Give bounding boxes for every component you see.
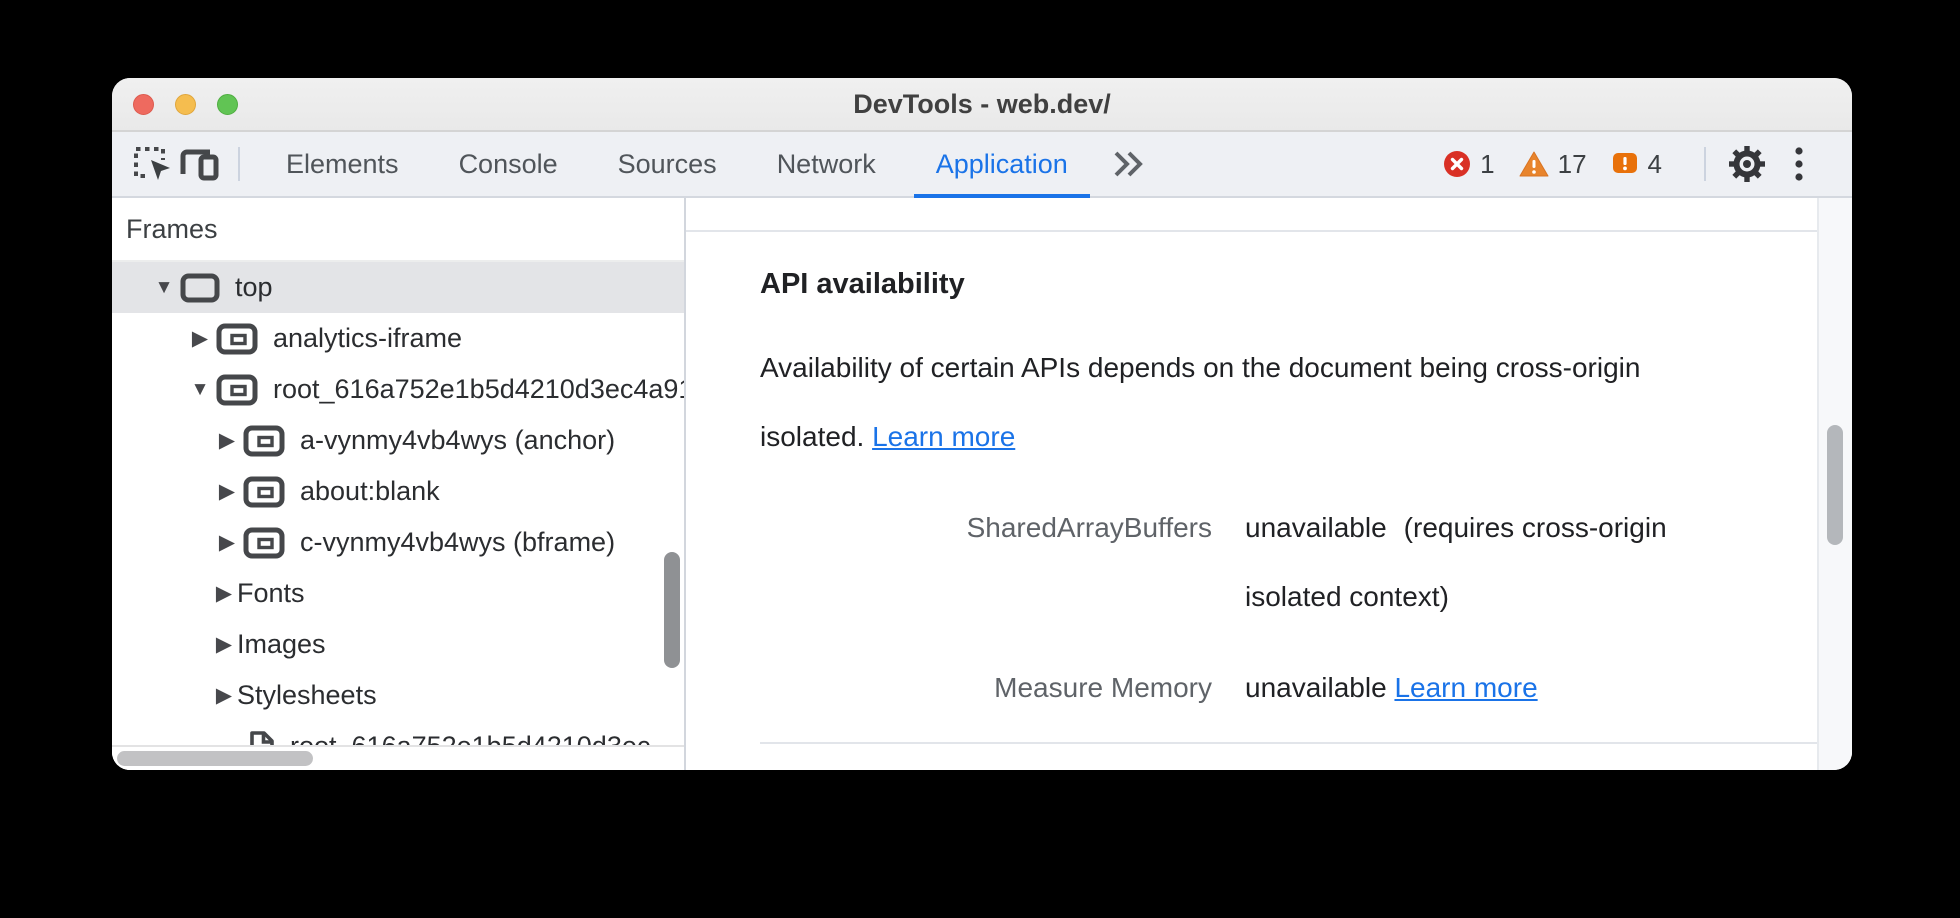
- tree-item-label: about:blank: [300, 476, 440, 506]
- triangle-right-icon[interactable]: ▶: [215, 684, 233, 707]
- window-title: DevTools - web.dev/: [853, 88, 1111, 119]
- table-row: Measure Memory unavailable Learn more: [760, 653, 1817, 722]
- triangle-down-icon[interactable]: ▼: [190, 378, 210, 400]
- description-line2: isolated.: [760, 421, 865, 452]
- tree-item-label: top: [235, 272, 273, 302]
- triangle-right-icon[interactable]: ▶: [218, 429, 236, 452]
- tree-item-label: Stylesheets: [237, 680, 377, 710]
- api-name: SharedArrayBuffers: [966, 512, 1212, 543]
- triangle-right-icon[interactable]: ▶: [191, 327, 209, 350]
- section-title: API availability: [760, 268, 965, 300]
- tree-item[interactable]: ▶Fonts: [112, 568, 684, 619]
- tree-item-label: root_616a752e1b5d4210d3ec4a91: [273, 374, 684, 404]
- tree-item-label: analytics-iframe: [273, 323, 463, 353]
- tree-item[interactable]: ▶Images: [112, 619, 684, 670]
- frames-panel-header: Frames: [112, 198, 684, 262]
- minimize-button[interactable]: [175, 93, 196, 115]
- iframe-icon: [216, 373, 258, 407]
- api-status: unavailable Learn more: [1245, 672, 1538, 703]
- iframe-icon: [243, 526, 285, 560]
- kebab-menu-icon[interactable]: [1776, 141, 1822, 187]
- triangle-right-icon[interactable]: ▶: [215, 582, 233, 605]
- title-bar: DevTools - web.dev/: [112, 78, 1852, 132]
- settings-gear-icon[interactable]: [1724, 141, 1770, 187]
- toolbar-divider: [1704, 147, 1706, 181]
- toolbar-right-group: 1 17 4: [1443, 141, 1822, 187]
- close-button[interactable]: [133, 93, 154, 115]
- iframe-icon: [216, 322, 258, 356]
- inspect-icon[interactable]: [130, 141, 176, 187]
- more-tabs-icon[interactable]: [1108, 149, 1148, 179]
- tree-item[interactable]: ▶Stylesheets: [112, 670, 684, 721]
- tree-item-label: Images: [237, 629, 326, 659]
- triangle-down-icon[interactable]: ▼: [154, 276, 174, 298]
- toolbar-divider: [238, 147, 240, 181]
- issue-count: 4: [1647, 148, 1662, 179]
- tree-item[interactable]: ▶ c-vynmy4vb4wys (bframe): [112, 517, 684, 568]
- panel-tabs: Elements Console Sources Network Applica…: [256, 132, 1098, 198]
- tab-sources[interactable]: Sources: [617, 148, 717, 179]
- cross-origin-learn-more-link[interactable]: Learn more: [872, 421, 1016, 452]
- previous-section-edge: [686, 198, 1817, 232]
- frames-tree: ▼ top ▶ analytics-iframe ▼ root_616a752e1b5d4…: [112, 262, 684, 745]
- section-description: Availability of certain APIs depends on …: [760, 333, 1817, 471]
- triangle-right-icon[interactable]: ▶: [215, 633, 233, 656]
- triangle-right-icon[interactable]: ▶: [218, 480, 236, 503]
- api-name: Measure Memory: [994, 672, 1212, 703]
- tree-item[interactable]: ▼ top: [112, 262, 684, 313]
- frames-horizontal-scrollbar-thumb[interactable]: [117, 751, 313, 766]
- tab-elements[interactable]: Elements: [286, 148, 399, 179]
- content-vertical-scrollbar-thumb[interactable]: [1827, 425, 1843, 545]
- traffic-lights: [133, 93, 238, 115]
- warning-icon[interactable]: [1519, 150, 1549, 178]
- application-content-panel: API availability Availability of certain…: [686, 198, 1852, 770]
- section-bottom-border: [760, 742, 1817, 744]
- api-status: unavailable(requires cross-origin isolat…: [1245, 512, 1667, 612]
- content-scrollbar-track[interactable]: [1817, 198, 1852, 770]
- devtools-window: DevTools - web.dev/ Elements Console Sou…: [112, 78, 1852, 770]
- tab-console[interactable]: Console: [458, 148, 558, 179]
- frame-icon: [180, 271, 220, 305]
- api-availability-table: SharedArrayBuffers unavailable(requires …: [760, 493, 1817, 722]
- frames-panel: Frames ▼ top ▶ analytics-iframe ▼ root_616a75…: [112, 198, 686, 770]
- error-count: 1: [1480, 148, 1495, 179]
- tab-application[interactable]: Application: [906, 132, 1098, 198]
- tree-item[interactable]: ▶ analytics-iframe: [112, 313, 684, 364]
- iframe-icon: [243, 475, 285, 509]
- tree-item[interactable]: ▼ root_616a752e1b5d4210d3ec4a91: [112, 364, 684, 415]
- warning-count: 17: [1557, 148, 1587, 179]
- devtools-toolbar: Elements Console Sources Network Applica…: [112, 132, 1852, 198]
- tab-network[interactable]: Network: [776, 148, 876, 179]
- frames-horizontal-scrollbar[interactable]: [112, 745, 684, 770]
- main-split-view: Frames ▼ top ▶ analytics-iframe ▼ root_616a75…: [112, 198, 1852, 770]
- frames-vertical-scrollbar-thumb[interactable]: [664, 552, 680, 668]
- triangle-right-icon[interactable]: ▶: [218, 531, 236, 554]
- tree-item-label: a-vynmy4vb4wys (anchor): [300, 425, 616, 455]
- tree-item-label: c-vynmy4vb4wys (bframe): [300, 527, 616, 557]
- table-row: SharedArrayBuffers unavailable(requires …: [760, 493, 1817, 631]
- device-toolbar-icon[interactable]: [176, 141, 222, 187]
- tree-item[interactable]: root_616a752e1b5d4210d3ec: [112, 721, 684, 745]
- api-availability-section: API availability Availability of certain…: [686, 268, 1817, 744]
- tree-item[interactable]: ▶ about:blank: [112, 466, 684, 517]
- error-icon[interactable]: [1443, 150, 1471, 178]
- issues-icon[interactable]: [1611, 151, 1639, 177]
- measure-memory-learn-more-link[interactable]: Learn more: [1394, 672, 1538, 703]
- tree-item-label: Fonts: [237, 578, 305, 608]
- document-icon: [247, 730, 275, 745]
- tree-item-label: root_616a752e1b5d4210d3ec: [290, 731, 650, 745]
- description-line1: Availability of certain APIs depends on …: [760, 352, 1641, 383]
- iframe-icon: [243, 424, 285, 458]
- zoom-button[interactable]: [217, 93, 238, 115]
- tree-item[interactable]: ▶ a-vynmy4vb4wys (anchor): [112, 415, 684, 466]
